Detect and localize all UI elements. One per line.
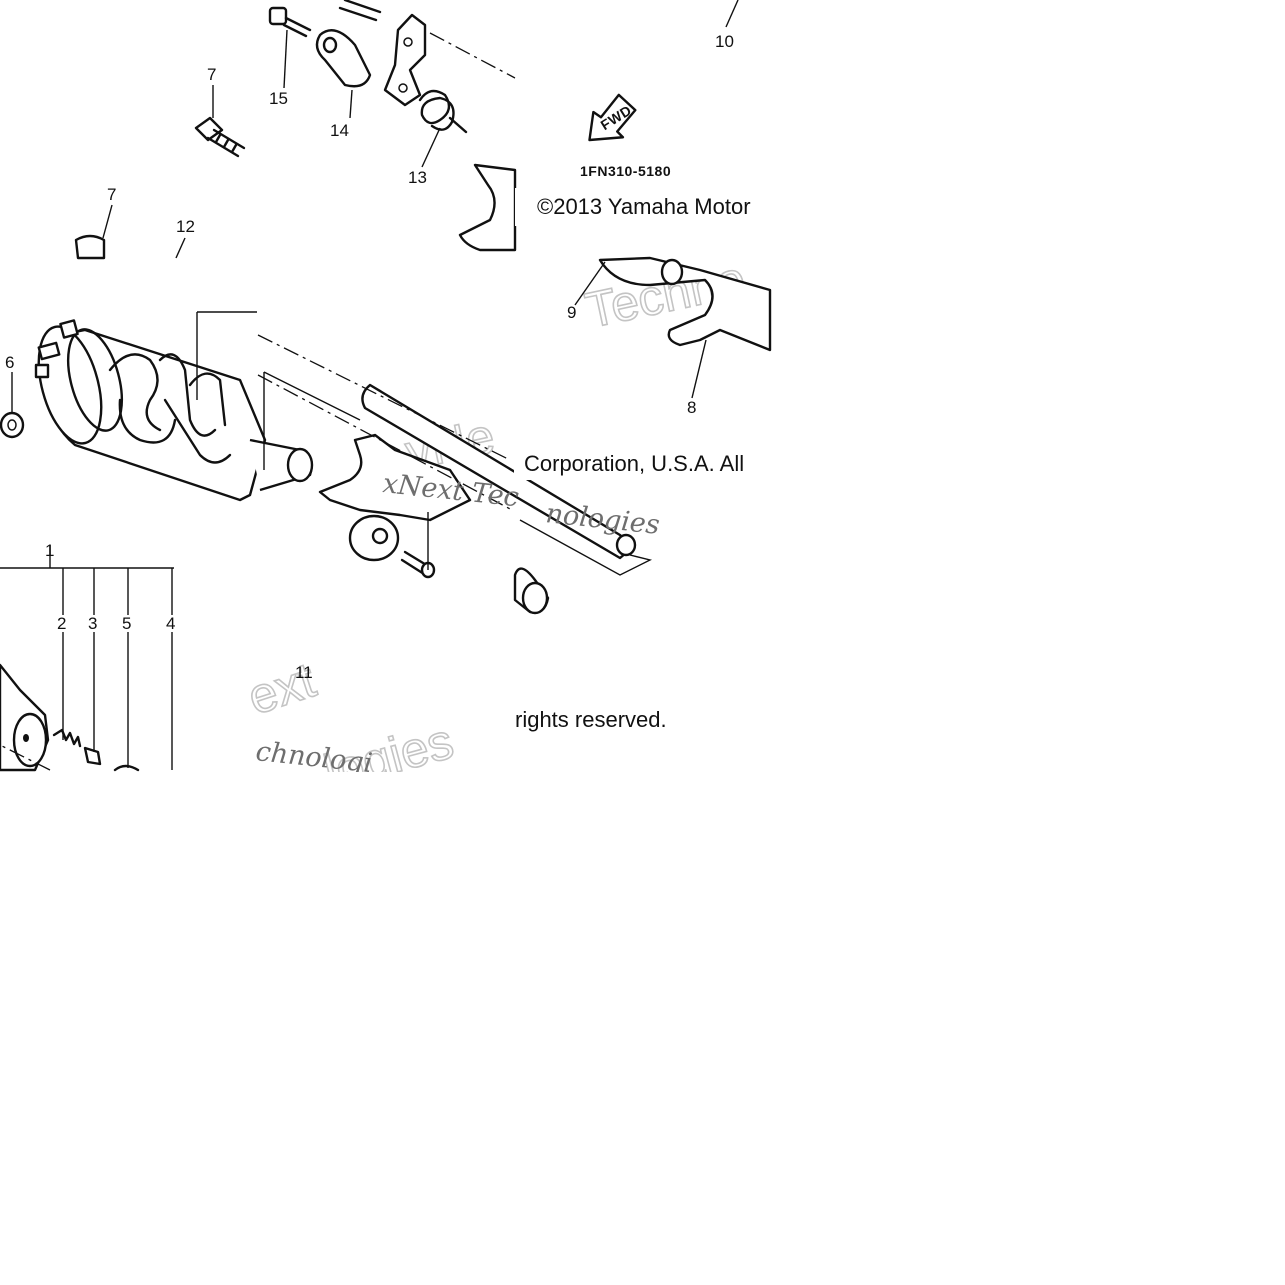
callout-8: 8 <box>687 398 696 417</box>
callout-15: 15 <box>269 89 288 108</box>
part-7-bolt-upper <box>194 116 246 158</box>
callout-4: 4 <box>166 614 175 633</box>
part-8-9-forks <box>598 256 772 352</box>
part-7-bolt-lower <box>74 234 106 260</box>
watermark-nologies: nologies <box>544 498 661 541</box>
shift-drum <box>34 319 314 502</box>
part-5-ring <box>113 764 140 772</box>
callout-3: 3 <box>88 614 97 633</box>
shift-fork-center <box>318 433 472 522</box>
callout-12: 12 <box>176 217 195 236</box>
stopper-plate <box>348 514 400 562</box>
callout-7-lower: 7 <box>107 185 116 204</box>
axis-lines <box>0 32 653 771</box>
part-15-bolt <box>268 0 382 38</box>
part-2-spring <box>52 728 82 748</box>
callout-7-upper: 7 <box>207 65 216 84</box>
shift-fork-upper <box>458 163 517 252</box>
blank-bottom-area <box>0 772 773 1285</box>
part-13-spring <box>418 89 468 134</box>
callout-9: 9 <box>567 303 576 322</box>
callout-10: 10 <box>715 32 734 51</box>
shift-lever <box>383 13 427 107</box>
fwd-arrow: FWD <box>588 93 637 142</box>
collar <box>513 567 550 615</box>
part-6-nut <box>0 411 25 439</box>
watermark-serif-layer: xNext Tec nologies chnologi <box>254 468 661 779</box>
leader-lines <box>0 0 739 770</box>
callout-2: 2 <box>57 614 66 633</box>
callout-11: 11 <box>295 663 313 682</box>
part-14-plate <box>315 29 372 88</box>
figure-code: 1FN310-5180 <box>580 163 671 179</box>
callout-6: 6 <box>5 353 14 372</box>
copyright-line-2: Corporation, U.S.A. All <box>524 451 744 476</box>
neutral-switch-assembly <box>0 663 50 772</box>
callout-14: 14 <box>330 121 349 140</box>
blank-right-area <box>773 0 1285 1285</box>
part-3-pin <box>83 746 102 766</box>
stopper-screw <box>400 550 436 579</box>
callout-5: 5 <box>122 614 131 633</box>
callout-1: 1 <box>45 541 54 560</box>
copyright-line-1: ©2013 Yamaha Motor <box>537 194 751 219</box>
callout-labels: 7 7 12 6 15 14 13 10 9 8 1 2 3 5 4 11 <box>5 32 734 682</box>
copyright-block: ©2013 Yamaha Motor Corporation, U.S.A. A… <box>514 188 773 732</box>
copyright-line-3: rights reserved. <box>515 707 667 732</box>
callout-13: 13 <box>408 168 427 187</box>
